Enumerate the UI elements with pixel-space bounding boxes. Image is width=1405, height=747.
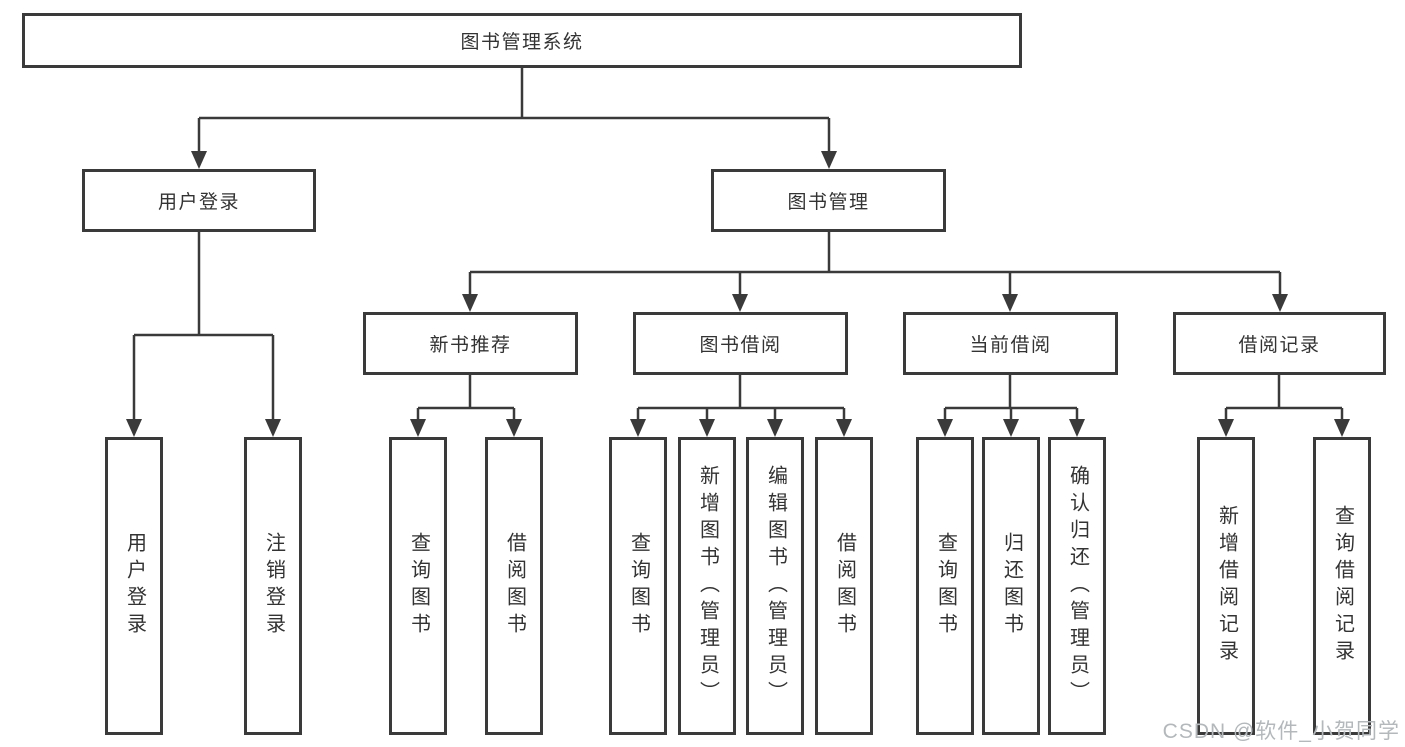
leaf-query-books-borrow: 查询图书 [609,437,667,735]
node-label: 图书管理 [787,192,870,213]
leaf-label: 借阅图书 [833,532,856,640]
leaf-add-book-admin: 新增图书（管理员） [678,437,736,735]
leaf-query-borrow-record: 查询借阅记录 [1313,437,1371,735]
leaf-label: 查询图书 [407,532,430,640]
leaf-query-books-recommend: 查询图书 [389,437,447,735]
leaf-label: 查询借阅记录 [1331,505,1354,667]
leaf-label: 用户登录 [123,532,146,640]
node-new-book-recommendation: 新书推荐 [363,312,578,375]
leaf-return-book: 归还图书 [982,437,1040,735]
leaf-user-login: 用户登录 [105,437,163,735]
leaf-query-books-current: 查询图书 [916,437,974,735]
node-book-borrowing: 图书借阅 [633,312,848,375]
node-label: 当前借阅 [969,335,1052,356]
node-book-management: 图书管理 [711,169,946,232]
node-label: 用户登录 [157,192,240,213]
leaf-borrow-books: 借阅图书 [815,437,873,735]
node-label: 新书推荐 [429,335,512,356]
node-current-borrowing: 当前借阅 [903,312,1118,375]
leaf-label: 编辑图书（管理员） [764,464,787,708]
leaf-label: 新增图书（管理员） [696,464,719,708]
leaf-label: 归还图书 [1000,532,1023,640]
leaf-label: 注销登录 [262,532,285,640]
leaf-label: 借阅图书 [503,532,526,640]
node-library-management-system: 图书管理系统 [22,13,1022,68]
leaf-label: 查询图书 [934,532,957,640]
leaf-borrow-books-recommend: 借阅图书 [485,437,543,735]
leaf-add-borrow-record: 新增借阅记录 [1197,437,1255,735]
leaf-edit-book-admin: 编辑图书（管理员） [746,437,804,735]
leaf-label: 确认归还（管理员） [1066,464,1089,708]
leaf-confirm-return-admin: 确认归还（管理员） [1048,437,1106,735]
csdn-watermark: CSDN @软件_小贺同学 [1162,720,1400,743]
node-label: 图书管理系统 [460,32,584,53]
node-user-login: 用户登录 [82,169,316,232]
leaf-logout: 注销登录 [244,437,302,735]
node-label: 借阅记录 [1238,335,1321,356]
node-borrowing-records: 借阅记录 [1173,312,1386,375]
arrowheads [126,151,1350,437]
leaf-label: 新增借阅记录 [1215,505,1238,667]
node-label: 图书借阅 [699,335,782,356]
leaf-label: 查询图书 [627,532,650,640]
